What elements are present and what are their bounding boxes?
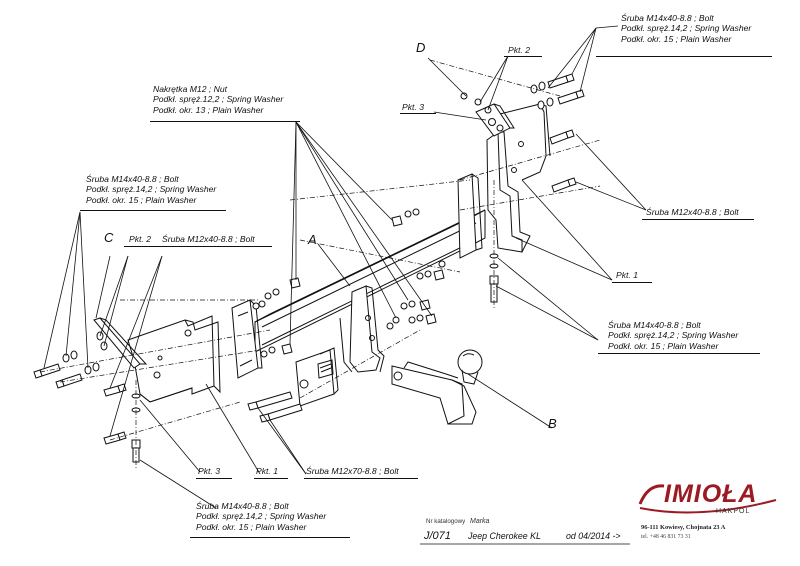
brand-label: Marka (470, 518, 490, 525)
left-side-bracket (127, 315, 221, 403)
callout-bolt-m12x70: Śruba M12x70-8.8 ; Bolt (306, 466, 399, 476)
crossbar-left-plate (231, 299, 263, 379)
callout-underline (598, 353, 760, 354)
catalog-number: J/071 (424, 530, 451, 542)
catalog-number-label: Nr katalogowy (426, 518, 466, 525)
callout-underline (160, 246, 272, 247)
callout-line: Podkł. okr. 15 ; Plain Washer (86, 194, 197, 205)
callout-line: Podkł. okr. 15 ; Plain Washer (621, 33, 732, 44)
label-c: C (104, 230, 114, 245)
callout-bottom: Śruba M14x40-8.8 ; Bolt Podkł. spręż.14,… (196, 501, 326, 532)
pkt-bottom-3: Pkt. 3 (198, 466, 220, 476)
crossbar-right-plate (457, 173, 483, 259)
pkt-top-3: Pkt. 3 (402, 102, 424, 112)
right-side-bracket (486, 103, 551, 253)
company-address: 96-111 Kowiesy, Chojnata 23 A (641, 524, 726, 531)
callout-left: Śruba M14x40-8.8 ; Bolt Podkł. spręż.14,… (86, 174, 216, 205)
pkt-underline (504, 56, 542, 57)
callout-line: Nakrętka M12 ; Nut (153, 84, 228, 94)
callout-line: Śruba M14x40-8.8 ; Bolt (196, 501, 289, 511)
callout-line: Podkł. spręż.14,2 ; Spring Washer (621, 23, 752, 34)
pkt-bottom-1: Pkt. 1 (256, 466, 278, 476)
callout-underline (596, 56, 772, 57)
label-a: A (308, 232, 317, 247)
callout-underline (642, 219, 754, 220)
pkt-underline (400, 113, 436, 114)
pkt-right-1: Pkt. 1 (616, 270, 638, 280)
pkt-underline (124, 246, 160, 247)
callout-right-mid: Śruba M14x40-8.8 ; Bolt Podkł. spręż.14,… (608, 320, 738, 351)
towball-arm (391, 349, 483, 425)
company-logo: IMIOŁA (664, 480, 758, 508)
fasteners (33, 73, 585, 463)
assembly-axes (39, 59, 601, 470)
callout-bolt-m12-left: Śruba M12x40-8.8 ; Bolt (162, 234, 255, 244)
callout-line: Podkł. spręż.14,2 ; Spring Washer (608, 330, 739, 341)
ball-arm-holder (339, 285, 385, 373)
callout-underline (150, 121, 300, 122)
pkt-underline (254, 478, 288, 479)
crossbar (254, 209, 486, 353)
callout-underline (190, 537, 350, 538)
model-date: od 04/2014 -> (566, 531, 621, 541)
callout-underline (80, 210, 226, 211)
callout-line: Podkł. spręż.12,2 ; Spring Washer (153, 94, 284, 105)
callout-line: Podkł. okr. 15 ; Plain Washer (196, 521, 307, 532)
callout-top-right: Śruba M14x40-8.8 ; Bolt Podkł. spręż.14,… (621, 13, 751, 44)
callout-line: Podkł. spręż.14,2 ; Spring Washer (196, 511, 327, 522)
callout-bolt-m12-right: Śruba M12x40-8.8 ; Bolt (646, 207, 739, 217)
callout-underline (304, 478, 418, 479)
callout-line: Śruba M14x40-8.8 ; Bolt (621, 13, 714, 23)
callout-line: Podkł. spręż.14,2 ; Spring Washer (86, 184, 217, 195)
label-b: B (548, 416, 557, 431)
pkt-left-2: Pkt. 2 (129, 234, 151, 244)
hakpol-logo-mark (638, 484, 777, 514)
vehicle-model: Jeep Cherokee KL (468, 531, 541, 541)
callout-line: Śruba M14x40-8.8 ; Bolt (608, 320, 701, 330)
callout-line: Podkł. okr. 15 ; Plain Washer (608, 340, 719, 351)
label-d: D (416, 40, 426, 55)
pkt-underline (196, 478, 232, 479)
pkt-top-2: Pkt. 2 (508, 45, 530, 55)
company-sub-logo: HAKPOL (716, 508, 751, 515)
pkt-underline (612, 282, 652, 283)
company-phone: tel. +48 46 831 73 31 (641, 534, 691, 540)
leader-lines (43, 25, 647, 509)
callout-nut: Nakrętka M12 ; Nut Podkł. spręż.12,2 ; S… (153, 84, 283, 115)
callout-line: Podkł. okr. 13 ; Plain Washer (153, 104, 264, 115)
socket-plate (295, 347, 339, 407)
callout-line: Śruba M14x40-8.8 ; Bolt (86, 174, 179, 184)
